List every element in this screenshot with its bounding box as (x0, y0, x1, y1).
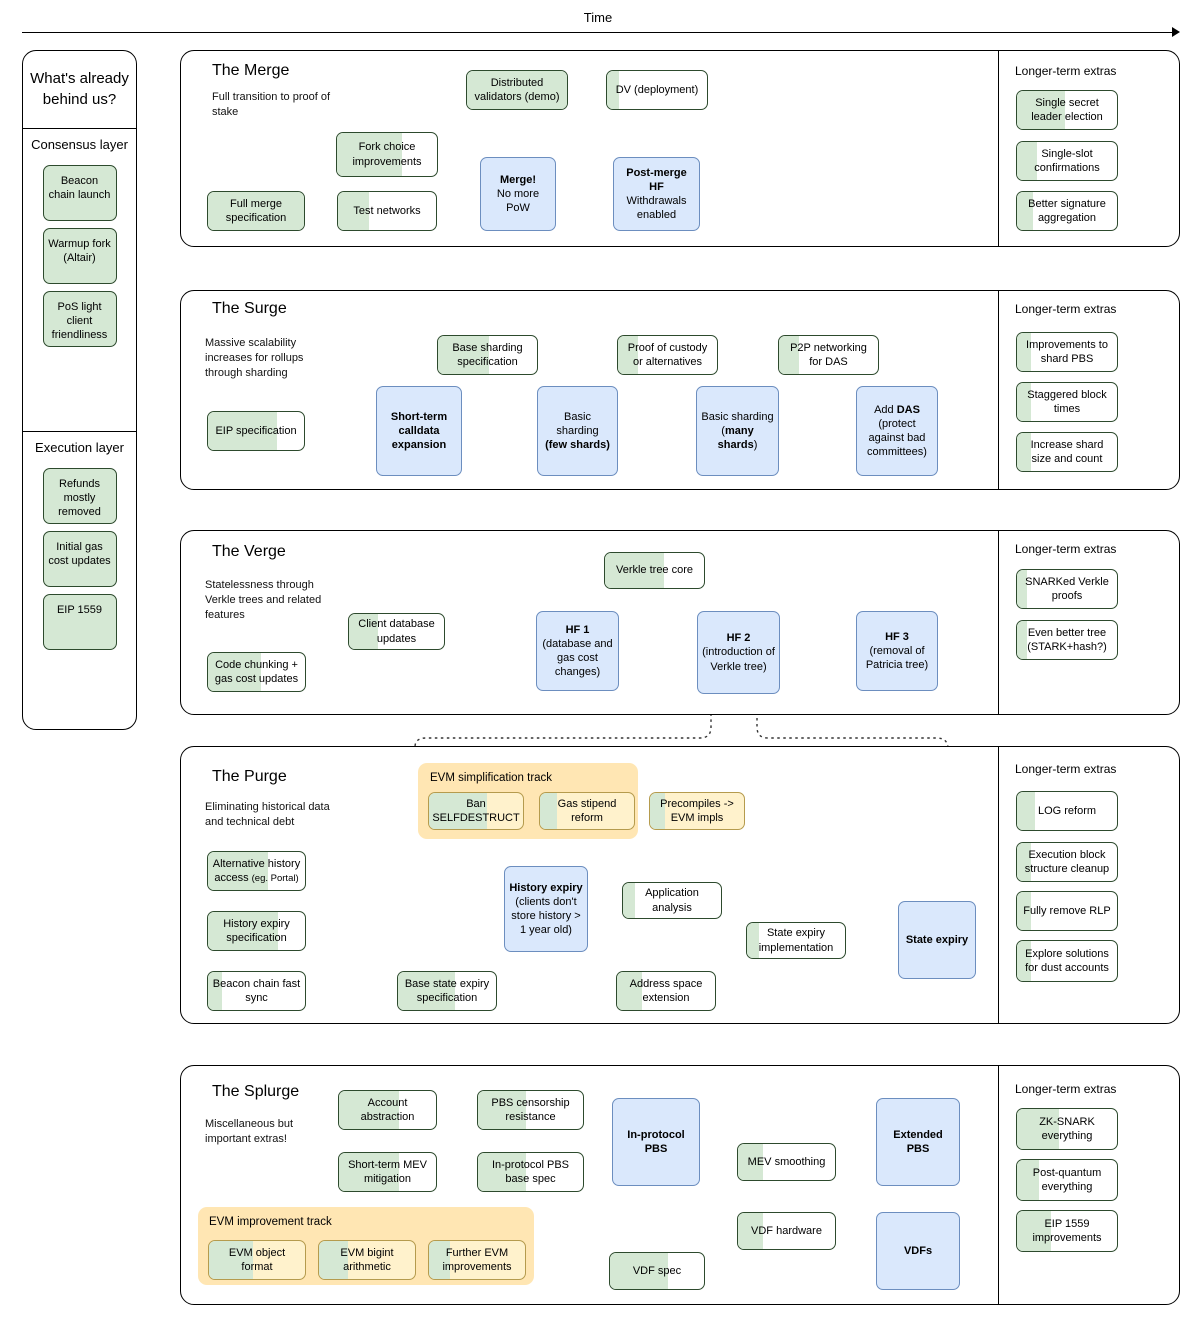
node-basic-sharding-few-shards[interactable]: Basic sharding(few shards) (537, 386, 618, 476)
sidebar-section-execution: Execution layer Refunds mostly removed I… (23, 431, 136, 657)
phase-subtitle-surge: Massive scalability increases for rollup… (205, 337, 304, 379)
time-axis-arrowhead (1172, 27, 1180, 37)
track-item-precompiles-evm-impls[interactable]: Precompiles -> EVM impls (649, 792, 745, 830)
node-verkle-tree-core[interactable]: Verkle tree core (604, 552, 705, 589)
extra-increase-shard-size-and-count[interactable]: Increase shard size and count (1016, 432, 1118, 472)
node-basic-sharding-many-shards[interactable]: Basic sharding(many shards) (696, 386, 779, 476)
node-state-expiry-implementation[interactable]: State expiry implementation (746, 922, 846, 959)
extra-even-better-tree[interactable]: Even better tree (STARK+hash?) (1016, 620, 1118, 660)
extras-separator-merge (998, 51, 1000, 246)
node-add-das[interactable]: Add DAS(protect against bad committees) (856, 386, 938, 476)
sidebar-already-behind-us: What's already behind us? Consensus laye… (22, 50, 137, 730)
extras-heading-surge: Longer-term extras (1015, 302, 1117, 316)
node-hf-1[interactable]: HF 1(database and gas cost changes) (536, 611, 619, 691)
extra-eip-1559-improvements[interactable]: EIP 1559 improvements (1016, 1210, 1118, 1252)
evm-improvement-track-title: EVM improvement track (209, 1216, 332, 1228)
node-vdf-spec[interactable]: VDF spec (609, 1252, 705, 1290)
phase-title-verge: The Verge (212, 543, 286, 560)
extra-zk-snark-everything[interactable]: ZK-SNARK everything (1016, 1108, 1118, 1150)
extra-improvements-to-shard-pbs[interactable]: Improvements to shard PBS (1016, 332, 1118, 372)
phase-title-surge: The Surge (212, 300, 287, 317)
evm-simplification-track-title: EVM simplification track (430, 772, 553, 784)
sidebar-item-initial-gas-cost-updates[interactable]: Initial gas cost updates (42, 531, 117, 587)
phase-subtitle-purge: Eliminating historical data and technica… (205, 801, 330, 828)
track-item-ban-selfdestruct[interactable]: Ban SELFDESTRUCT (428, 792, 524, 830)
time-axis-line (22, 32, 1174, 33)
track-item-further-evm-improvements[interactable]: Further EVM improvements (428, 1240, 526, 1280)
node-in-protocol-pbs[interactable]: In-protocol PBS (612, 1098, 700, 1186)
node-dv-deployment[interactable]: DV (deployment) (606, 70, 708, 110)
sidebar-item-eip-1559[interactable]: EIP 1559 (42, 594, 117, 650)
node-distributed-validators[interactable]: Distributed validators (demo) (466, 70, 568, 110)
node-hf-3[interactable]: HF 3(removal of Patricia tree) (856, 611, 938, 691)
node-history-expiry-specification[interactable]: History expiry specification (207, 911, 306, 951)
extras-heading-splurge: Longer-term extras (1015, 1082, 1117, 1096)
extras-separator-purge (998, 747, 1000, 1023)
node-extended-pbs[interactable]: Extended PBS (876, 1098, 960, 1186)
sidebar-item-beacon-chain-launch[interactable]: Beacon chain launch (42, 165, 117, 221)
extra-single-slot-confirmations[interactable]: Single-slot confirmations (1016, 141, 1118, 181)
phase-title-merge: The Merge (212, 62, 290, 79)
node-base-state-expiry-specification[interactable]: Base state expiry specification (397, 971, 497, 1011)
phase-subtitle-splurge: Miscellaneous but important extras! (205, 1118, 294, 1145)
node-eip-specification[interactable]: EIP specification (207, 411, 305, 451)
node-account-abstraction[interactable]: Account abstraction (338, 1090, 437, 1130)
extra-snarked-verkle-proofs[interactable]: SNARKed Verkle proofs (1016, 569, 1118, 609)
node-client-database-updates[interactable]: Client database updates (348, 613, 445, 650)
extras-heading-merge: Longer-term extras (1015, 64, 1117, 78)
node-history-expiry[interactable]: History expiry(clients don't store histo… (504, 866, 588, 952)
track-item-gas-stipend-reform[interactable]: Gas stipend reform (539, 792, 635, 830)
extra-explore-solutions-for-dust-accounts[interactable]: Explore solutions for dust accounts (1016, 940, 1118, 982)
node-merge-no-more-pow[interactable]: Merge!No more PoW (480, 157, 556, 231)
track-item-evm-object-format[interactable]: EVM object format (208, 1240, 306, 1280)
node-p2p-networking-for-das[interactable]: P2P networking for DAS (778, 335, 879, 375)
extras-separator-verge (998, 531, 1000, 714)
extra-better-signature-aggregation[interactable]: Better signature aggregation (1016, 191, 1118, 231)
node-short-term-calldata-expansion[interactable]: Short-term calldata expansion (376, 386, 462, 476)
node-pbs-censorship-resistance[interactable]: PBS censorship resistance (477, 1090, 584, 1130)
node-proof-of-custody[interactable]: Proof of custody or alternatives (617, 335, 718, 375)
phase-title-purge: The Purge (212, 768, 287, 785)
node-base-sharding-specification[interactable]: Base sharding specification (437, 335, 538, 375)
node-fork-choice-improvements[interactable]: Fork choice improvements (336, 132, 438, 177)
node-code-chunking-gas-cost-updates[interactable]: Code chunking + gas cost updates (207, 652, 306, 692)
node-vdf-hardware[interactable]: VDF hardware (737, 1212, 836, 1250)
sidebar-section-title: Consensus layer (31, 137, 128, 152)
node-test-networks[interactable]: Test networks (337, 191, 437, 231)
node-vdfs[interactable]: VDFs (876, 1212, 960, 1290)
node-state-expiry[interactable]: State expiry (898, 901, 976, 979)
sidebar-item-pos-light-client[interactable]: PoS light client friendliness (42, 291, 117, 347)
extras-heading-purge: Longer-term extras (1015, 762, 1117, 776)
extras-separator-splurge (998, 1066, 1000, 1304)
extra-log-reform[interactable]: LOG reform (1016, 791, 1118, 831)
extra-fully-remove-rlp[interactable]: Fully remove RLP (1016, 891, 1118, 931)
extras-heading-verge: Longer-term extras (1015, 542, 1117, 556)
phase-panel-surge (180, 290, 1180, 490)
sidebar-item-warmup-fork[interactable]: Warmup fork (Altair) (42, 228, 117, 284)
extra-single-secret-leader-election[interactable]: Single secret leader election (1016, 90, 1118, 130)
node-short-term-mev-mitigation[interactable]: Short-term MEV mitigation (338, 1152, 437, 1192)
node-address-space-extension[interactable]: Address space extension (616, 971, 716, 1011)
node-alternative-history-access[interactable]: Alternative history access (eg. Portal) (207, 851, 306, 891)
extra-staggered-block-times[interactable]: Staggered block times (1016, 382, 1118, 422)
extra-post-quantum-everything[interactable]: Post-quantum everything (1016, 1159, 1118, 1201)
node-mev-smoothing[interactable]: MEV smoothing (737, 1143, 836, 1181)
sidebar-section-consensus: Consensus layer Beacon chain launch Warm… (23, 129, 136, 354)
node-beacon-chain-fast-sync[interactable]: Beacon chain fast sync (207, 971, 306, 1011)
extra-execution-block-structure-cleanup[interactable]: Execution block structure cleanup (1016, 842, 1118, 882)
phase-subtitle-merge: Full transition to proof of stake (212, 91, 331, 118)
sidebar-item-refunds-removed[interactable]: Refunds mostly removed (42, 468, 117, 524)
node-in-protocol-pbs-base-spec[interactable]: In-protocol PBS base spec (477, 1152, 584, 1192)
node-application-analysis[interactable]: Application analysis (622, 882, 722, 919)
node-hf-2[interactable]: HF 2(introduction of Verkle tree) (697, 611, 780, 694)
node-full-merge-specification[interactable]: Full merge specification (207, 191, 305, 231)
time-axis-label: Time (583, 10, 613, 25)
phase-subtitle-verge: Statelessness through Verkle trees and r… (205, 579, 322, 621)
track-item-evm-bigint-arithmetic[interactable]: EVM bigint arithmetic (318, 1240, 416, 1280)
sidebar-heading: What's already behind us? (23, 51, 136, 129)
phase-title-splurge: The Splurge (212, 1083, 300, 1100)
sidebar-section-title: Execution layer (35, 440, 124, 455)
extras-separator-surge (998, 291, 1000, 489)
